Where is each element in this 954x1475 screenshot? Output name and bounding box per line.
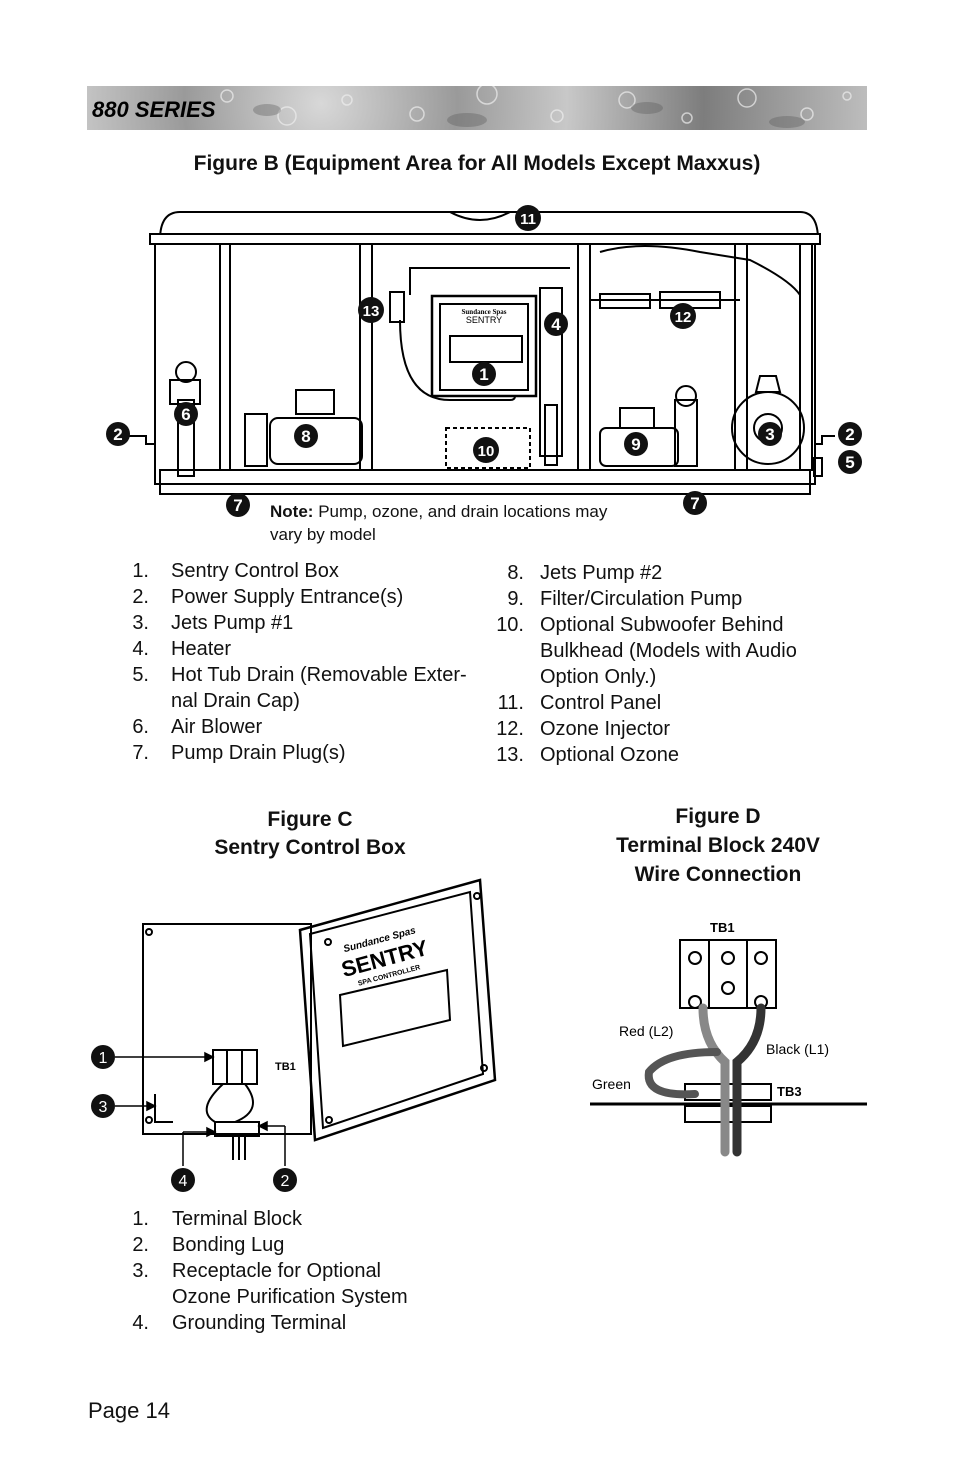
- figure-d-title-line-2: Terminal Block 240V: [616, 834, 820, 857]
- svg-text:2: 2: [113, 425, 122, 444]
- figure-d-diagram: TB1 TB3 Red (L2) Black (L1) Green: [590, 920, 867, 1157]
- list-item: 10.Optional Subwoofer Behind: [496, 614, 784, 636]
- list-item: nal Drain Cap): [171, 690, 300, 712]
- list-item: 12.Ozone Injector: [496, 718, 671, 740]
- figure-c-title-line-1: Figure C: [267, 808, 353, 831]
- list-item: 1.Terminal Block: [132, 1208, 303, 1230]
- panel-name-text: SENTRY: [466, 315, 502, 325]
- list-item: 11.Control Panel: [497, 692, 662, 714]
- callout-1: 1: [472, 362, 496, 386]
- list-item: 8.Jets Pump #2: [507, 562, 663, 584]
- figure-b-title: Figure B (Equipment Area for All Models …: [193, 152, 761, 175]
- svg-text:10: 10: [478, 443, 495, 460]
- figure-b-note: Note: Pump, ozone, and drain locations m…: [270, 500, 670, 546]
- svg-text:4: 4: [551, 315, 561, 334]
- figure-c-diagram: TB1 Sundance Spas SENTRY SPA CONTROLLER …: [91, 878, 497, 1192]
- panel-brand-text: Sundance Spas: [462, 308, 507, 316]
- svg-text:4: 4: [179, 1173, 188, 1190]
- callout-c-1: 1: [91, 1045, 115, 1069]
- callout-c-2: 2: [273, 1168, 297, 1192]
- callout-2-left: 2: [106, 422, 130, 446]
- figure-c-title: Figure C Sentry Control Box: [170, 806, 450, 862]
- list-item: 2.Power Supply Entrance(s): [132, 586, 404, 608]
- list-item: Option Only.): [540, 666, 657, 688]
- note-line-1: Pump, ozone, and drain locations may: [318, 502, 608, 521]
- svg-text:5: 5: [845, 453, 854, 472]
- water-droplet-texture: [220, 86, 852, 128]
- callout-c-3: 3: [91, 1094, 115, 1118]
- figure-b-legend-left: 1.Sentry Control Box 2.Power Supply Entr…: [105, 558, 495, 766]
- svg-text:8: 8: [301, 427, 310, 446]
- note-line-2: vary by model: [270, 525, 376, 544]
- list-item: 13.Optional Ozone: [496, 744, 679, 766]
- list-item: 1.Sentry Control Box: [132, 560, 339, 582]
- callout-3: 3: [758, 422, 782, 446]
- tb1-label: TB1: [275, 1061, 296, 1073]
- svg-text:1: 1: [99, 1050, 108, 1067]
- callout-9: 9: [624, 432, 648, 456]
- svg-text:2: 2: [845, 425, 854, 444]
- svg-text:3: 3: [765, 425, 774, 444]
- callout-7-right: 7: [683, 491, 707, 515]
- figure-d-title: Figure D Terminal Block 240V Wire Connec…: [580, 802, 856, 889]
- svg-text:2: 2: [281, 1173, 290, 1190]
- list-item: 4.Grounding Terminal: [132, 1312, 347, 1334]
- list-item: 4.Heater: [132, 638, 232, 660]
- figure-c-legend: 1.Terminal Block 2.Bonding Lug 3.Recepta…: [105, 1206, 505, 1336]
- callout-4: 4: [544, 312, 568, 336]
- svg-text:3: 3: [99, 1099, 108, 1116]
- svg-text:12: 12: [675, 309, 692, 326]
- list-item: 9.Filter/Circulation Pump: [507, 588, 743, 610]
- list-item: 3.Jets Pump #1: [132, 612, 294, 634]
- list-item: 2.Bonding Lug: [132, 1234, 285, 1256]
- list-item: 5.Hot Tub Drain (Removable Exter-: [132, 664, 467, 686]
- svg-text:1: 1: [479, 365, 488, 384]
- figure-b-legend-right: 8.Jets Pump #2 9.Filter/Circulation Pump…: [480, 560, 840, 768]
- figure-c-title-line-2: Sentry Control Box: [214, 836, 406, 859]
- svg-text:9: 9: [631, 435, 640, 454]
- callout-6: 6: [174, 402, 198, 426]
- figure-d-title-line-3: Wire Connection: [634, 863, 802, 886]
- list-item: Bulkhead (Models with Audio: [540, 640, 797, 662]
- callout-7-left: 7: [226, 493, 250, 517]
- callout-c-4: 4: [171, 1168, 195, 1192]
- list-item: 3.Receptacle for Optional: [132, 1260, 382, 1282]
- callout-11: 11: [515, 205, 541, 231]
- page-number: Page 14: [88, 1398, 170, 1423]
- callout-13: 13: [358, 297, 384, 323]
- tb1-d-label: TB1: [710, 920, 735, 935]
- svg-text:7: 7: [233, 496, 242, 515]
- callout-5: 5: [838, 450, 862, 474]
- series-title: 880 SERIES: [92, 97, 216, 122]
- svg-text:7: 7: [690, 494, 699, 513]
- list-item: 6.Air Blower: [132, 716, 263, 738]
- callout-2-right: 2: [838, 422, 862, 446]
- svg-text:11: 11: [520, 211, 536, 228]
- list-item: 7.Pump Drain Plug(s): [132, 742, 346, 764]
- green-wire-label: Green: [592, 1076, 631, 1092]
- header-banner: [87, 86, 867, 130]
- callout-12: 12: [670, 303, 696, 329]
- svg-text:13: 13: [363, 303, 380, 320]
- callout-10: 10: [473, 437, 499, 463]
- svg-text:6: 6: [181, 405, 190, 424]
- figure-b-diagram: Sundance Spas SENTRY 1 2 2 3 4 5 6 7 7 8…: [106, 205, 862, 517]
- figure-d-title-line-1: Figure D: [675, 805, 761, 828]
- tb3-label: TB3: [777, 1084, 802, 1099]
- black-wire-label: Black (L1): [766, 1041, 829, 1057]
- red-wire-label: Red (L2): [619, 1023, 673, 1039]
- list-item: Ozone Purification System: [172, 1286, 408, 1308]
- callout-8: 8: [294, 424, 318, 448]
- note-label: Note:: [270, 502, 314, 521]
